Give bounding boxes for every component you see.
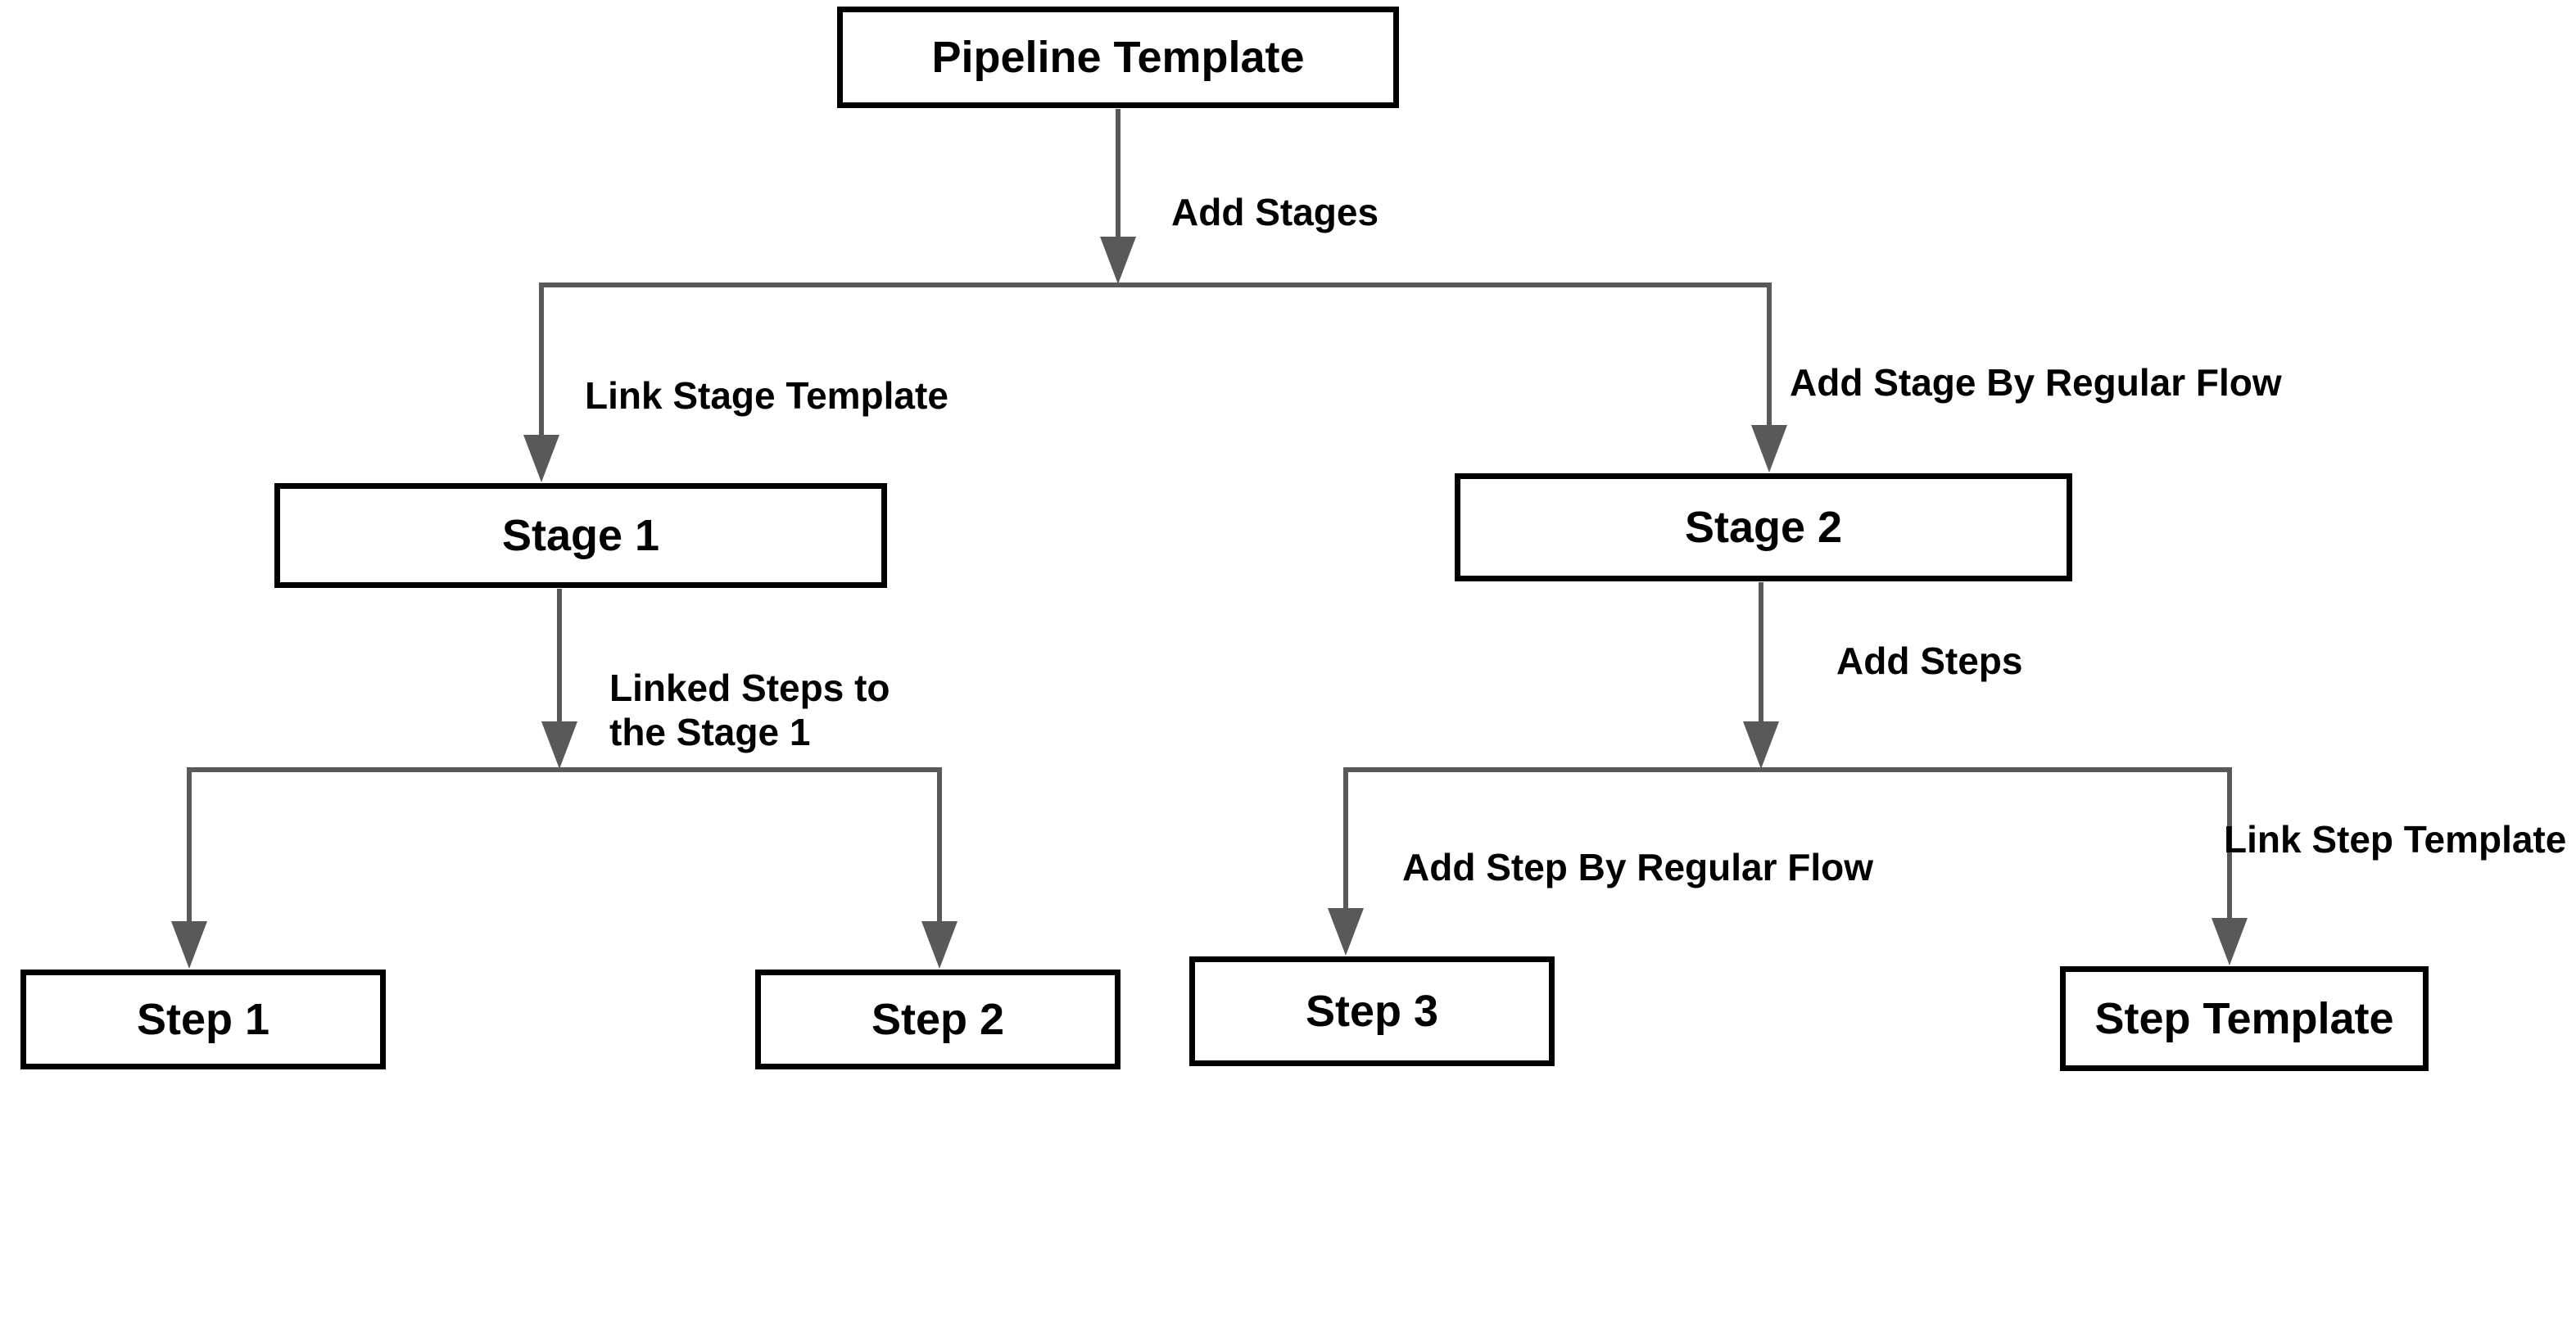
edge-label-link-stage-template: Link Stage Template [585,374,948,417]
arrowhead-icon [541,721,577,769]
edge-label-add-step-by-regular-flow: Add Step By Regular Flow [1402,846,1874,888]
node-pipeline-template-label: Pipeline Template [931,33,1305,82]
node-step-template: Step Template [2060,966,2429,1071]
node-stage-2: Stage 2 [1455,473,2072,581]
edge-label-linked-steps-line1: Linked Steps to [609,667,890,709]
edge-label-linked-steps-to-stage-1: Linked Steps to the Stage 1 [609,666,890,755]
edge-label-add-stage-by-regular-flow: Add Stage By Regular Flow [1790,361,2282,404]
node-step-1: Step 1 [20,970,386,1069]
edge-label-add-stages: Add Stages [1171,191,1379,233]
node-stage-1: Stage 1 [274,483,887,588]
edge-label-linked-steps-line2: the Stage 1 [609,711,811,754]
node-step-template-label: Step Template [2094,994,2394,1043]
node-pipeline-template: Pipeline Template [837,7,1399,108]
arrowhead-icon [1743,721,1779,769]
edge-label-add-steps: Add Steps [1836,640,2023,682]
node-stage-1-label: Stage 1 [501,511,660,560]
node-step-2-label: Step 2 [871,995,1005,1044]
node-step-2: Step 2 [755,970,1120,1069]
arrowhead-icon [2212,918,2248,965]
arrowhead-icon [171,921,207,969]
arrowhead-icon [523,435,559,482]
arrowhead-icon [1751,425,1787,472]
node-step-3-label: Step 3 [1305,987,1439,1036]
arrowhead-icon [1328,908,1364,956]
node-step-3: Step 3 [1189,956,1555,1066]
arrowhead-icon [921,921,958,969]
edge-label-link-step-template: Link Step Template [2224,818,2567,861]
node-step-1-label: Step 1 [136,995,270,1044]
node-stage-2-label: Stage 2 [1684,503,1843,552]
arrowhead-icon [1100,237,1136,284]
